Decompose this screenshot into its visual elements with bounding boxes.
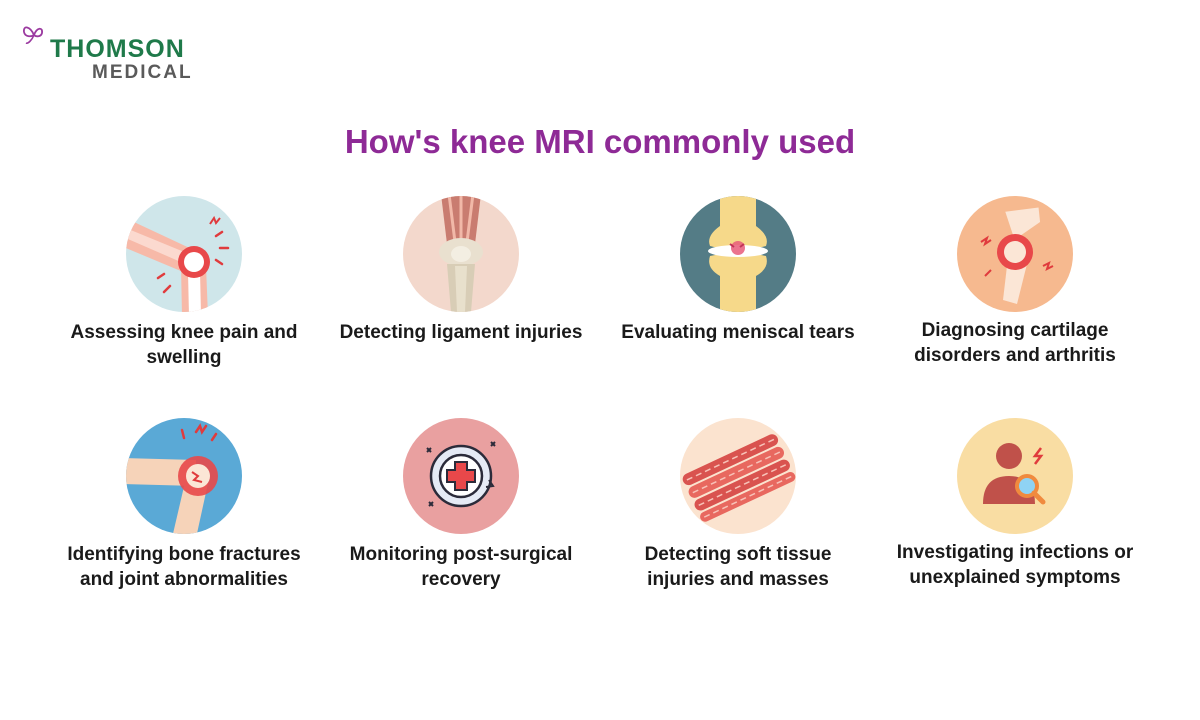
use-item-label: Monitoring post-surgical recovery xyxy=(349,544,573,590)
brand-name-line1: THOMSON xyxy=(50,35,185,63)
use-item-label: Detecting soft tissue injuries and masse… xyxy=(644,544,832,590)
muscle-fiber-icon xyxy=(680,418,796,534)
use-item-label: Diagnosing cartilage disorders and arthr… xyxy=(914,320,1116,366)
person-search-icon xyxy=(957,418,1073,534)
brand-logo: THOMSON MEDICAL xyxy=(22,22,222,84)
use-item-label: Assessing knee pain and swelling xyxy=(70,322,298,368)
use-item-label: Investigating infections or unexplained … xyxy=(896,542,1134,588)
brand-name-line2: MEDICAL xyxy=(92,62,193,83)
knee-ligament-icon xyxy=(403,196,519,312)
use-item-meniscus: Evaluating meniscal tears xyxy=(598,196,878,345)
use-item-soft-tissue: Detecting soft tissue injuries and masse… xyxy=(598,418,878,592)
meniscus-joint-icon xyxy=(680,196,796,312)
use-item-fracture: Identifying bone fractures and joint abn… xyxy=(44,418,324,592)
use-item-label: Identifying bone fractures and joint abn… xyxy=(67,544,301,590)
medical-recovery-icon xyxy=(403,418,519,534)
knee-pain-icon xyxy=(126,196,242,312)
cartilage-joint-icon xyxy=(957,196,1073,312)
use-item-cartilage: Diagnosing cartilage disorders and arthr… xyxy=(875,196,1155,368)
use-item-infection: Investigating infections or unexplained … xyxy=(875,418,1155,590)
use-item-recovery: Monitoring post-surgical recovery xyxy=(321,418,601,592)
butterfly-logo-icon xyxy=(23,26,43,44)
use-item-label: Evaluating meniscal tears xyxy=(621,322,855,343)
bone-fracture-icon xyxy=(126,418,242,534)
use-item-ligament: Detecting ligament injuries xyxy=(321,196,601,345)
use-item-label: Detecting ligament injuries xyxy=(339,322,583,343)
page-title: How's knee MRI commonly used xyxy=(344,123,856,160)
use-item-knee-pain: Assessing knee pain and swelling xyxy=(44,196,324,370)
